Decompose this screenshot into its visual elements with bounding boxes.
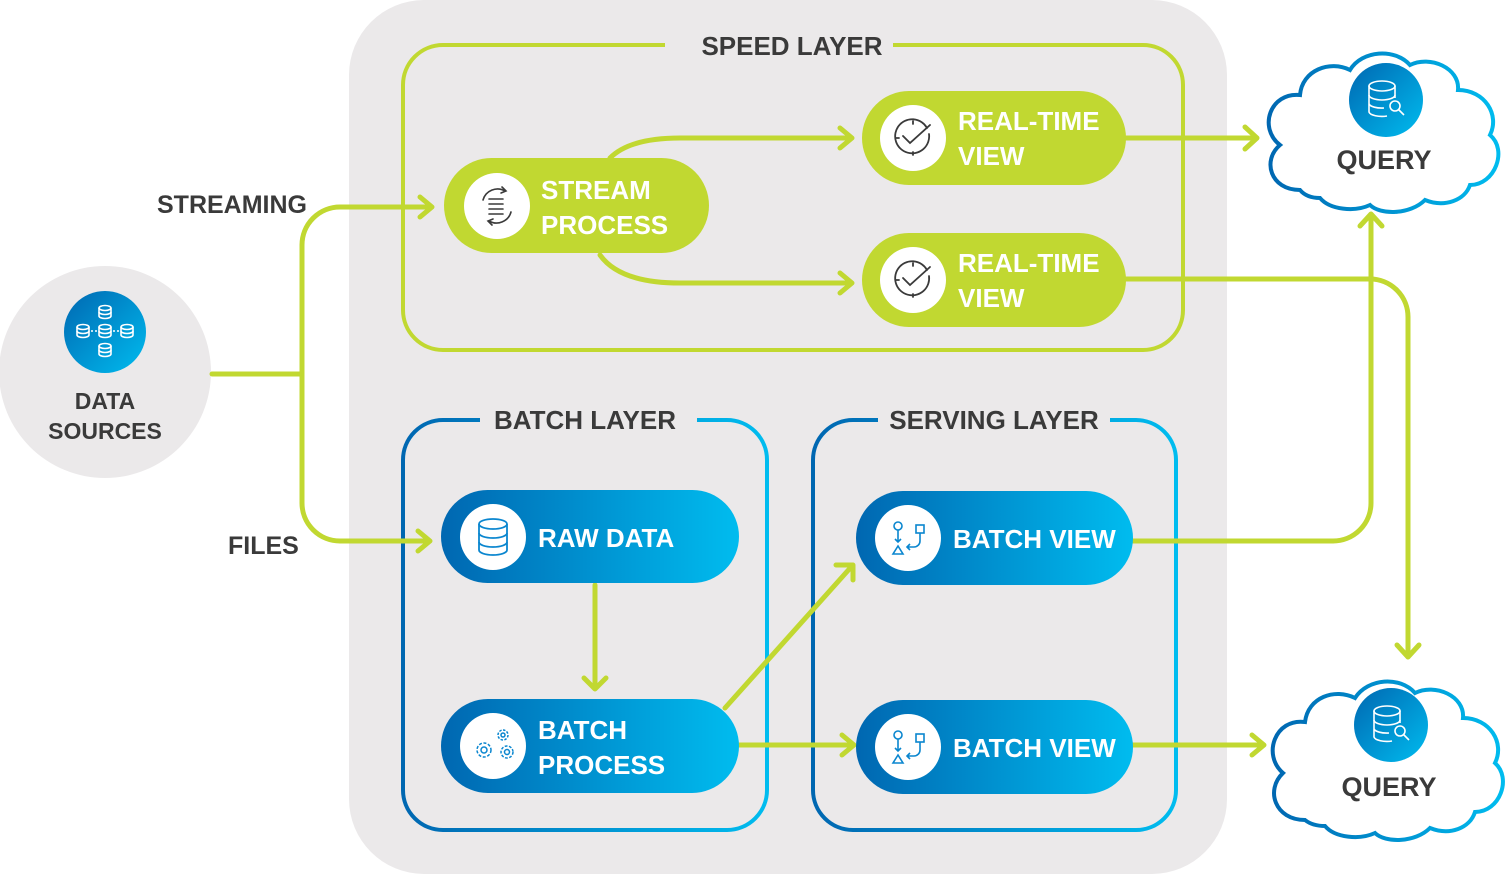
connectors (209, 124, 1422, 758)
batch-view-1-label: BATCH VIEW (953, 524, 1116, 554)
batchprocess-to-batchview2-arrowhead (839, 732, 857, 758)
batch-process-label-line1: BATCH (538, 715, 627, 745)
files-label: FILES (228, 532, 299, 560)
stream-to-realtime1 (607, 135, 853, 161)
stream-to-realtime1-arrowhead (837, 125, 855, 151)
batch-process-node[interactable]: BATCH PROCESS (441, 699, 739, 793)
stream-to-realtime2-arrowhead (837, 270, 855, 296)
batchview2-to-query2-arrowhead (1249, 732, 1267, 758)
realtime-view-1-label-line1: REAL-TIME (958, 106, 1100, 136)
batch-view-node-1[interactable]: BATCH VIEW (856, 491, 1133, 585)
streaming-connector (299, 204, 433, 377)
raw-data-node[interactable]: RAW DATA (441, 490, 739, 583)
raw-to-batchprocess-arrowhead (581, 675, 609, 692)
batchview1-to-query1-arrowhead (1357, 211, 1385, 229)
batchprocess-to-batchview1-arrowhead (833, 562, 856, 583)
data-sources-label-line2: SOURCES (48, 418, 162, 444)
realtime-view-1-label-line2: VIEW (958, 141, 1025, 171)
clock-check-icon (894, 118, 931, 156)
realtime2-to-query2-arrowhead (1394, 642, 1422, 660)
realtime-view-node-2[interactable]: REAL-TIME VIEW (862, 233, 1126, 327)
database-search-icon (1368, 80, 1405, 118)
streaming-label: STREAMING (157, 191, 307, 219)
speed-layer-frame: SPEED LAYER (401, 31, 1185, 352)
data-sources-label-line1: DATA (75, 388, 135, 414)
stream-process-label-line2: PROCESS (541, 210, 668, 240)
database-search-icon (1373, 705, 1410, 743)
query-1-label: QUERY (1336, 145, 1431, 175)
batchprocess-to-batchview1 (722, 563, 855, 711)
realtime-view-2-label-line2: VIEW (958, 283, 1025, 313)
stream-process-label-line1: STREAM (541, 175, 651, 205)
batchview1-to-query1 (1130, 213, 1374, 544)
realtime-view-2-label-line1: REAL-TIME (958, 248, 1100, 278)
serving-layer-frame: SERVING LAYER (811, 405, 1178, 832)
serving-layer-title: SERVING LAYER (889, 405, 1099, 435)
query-cloud-1[interactable]: QUERY (1266, 51, 1501, 214)
streaming-arrowhead (417, 194, 435, 220)
batch-view-2-label: BATCH VIEW (953, 733, 1116, 763)
realtime1-to-query1-arrowhead (1242, 124, 1260, 152)
stream-cycle-icon (482, 186, 512, 226)
batch-layer-title: BATCH LAYER (494, 405, 676, 435)
batch-layer-frame: BATCH LAYER (401, 405, 769, 832)
database-network-icon (76, 304, 134, 358)
data-sources-node[interactable]: DATA SOURCES (0, 266, 211, 478)
database-icon (478, 518, 508, 556)
raw-data-label: RAW DATA (538, 523, 674, 553)
query-cloud-2[interactable]: QUERY (1270, 679, 1505, 842)
gears-icon (476, 729, 514, 759)
clock-check-icon (894, 260, 931, 298)
files-arrowhead (415, 528, 433, 554)
flow-shapes-icon (891, 730, 925, 764)
flow-shapes-icon (891, 521, 925, 555)
stream-process-node[interactable]: STREAM PROCESS (444, 158, 709, 253)
batch-process-label-line2: PROCESS (538, 750, 665, 780)
speed-layer-title: SPEED LAYER (701, 31, 882, 61)
files-connector (299, 371, 430, 544)
realtime-view-node-1[interactable]: REAL-TIME VIEW (862, 91, 1126, 185)
query-2-label: QUERY (1341, 772, 1436, 802)
batch-view-node-2[interactable]: BATCH VIEW (856, 700, 1133, 794)
stream-to-realtime2 (597, 252, 853, 286)
